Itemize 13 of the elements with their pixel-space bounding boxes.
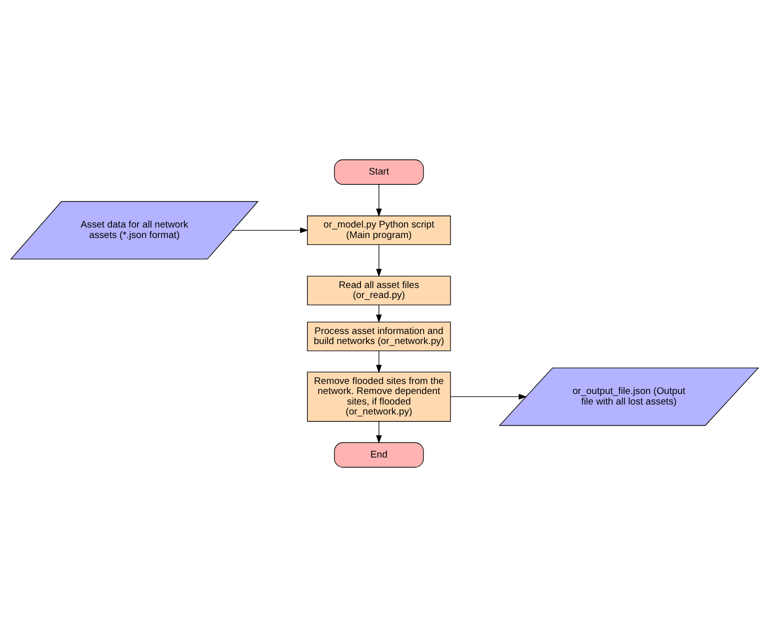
arrow	[376, 350, 382, 373]
arrow	[376, 304, 382, 322]
node-box: Remove flooded sites from the network. Remove dependent sites, if flooded (or_network.py)	[307, 371, 451, 422]
node-box: End	[334, 442, 424, 468]
arrow	[232, 226, 308, 233]
arrow	[376, 244, 382, 277]
arrow	[376, 420, 382, 444]
node-box: or_model.py Python script (Main program)	[307, 215, 451, 244]
node-box: Process asset information and build networks (or_network.py)	[307, 321, 451, 351]
node-box: Start	[334, 158, 424, 184]
node-box: Read all asset files (or_read.py)	[307, 275, 451, 305]
arrow	[450, 393, 527, 400]
arrow	[376, 184, 382, 216]
